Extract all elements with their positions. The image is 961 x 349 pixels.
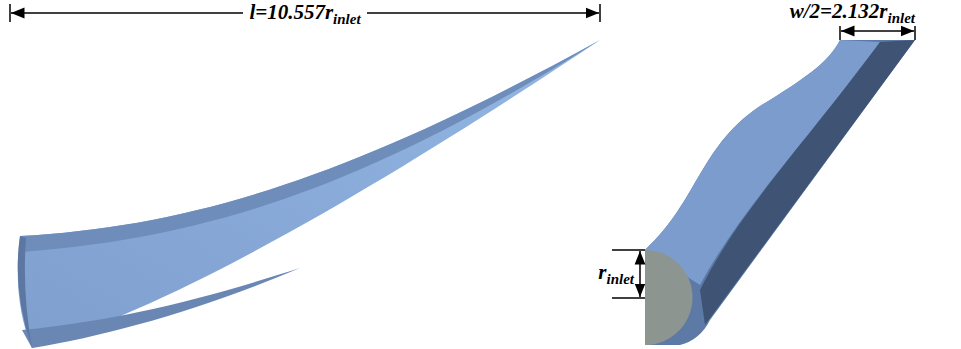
subscript: inlet (606, 271, 634, 287)
dimension-value: w/2=2.132r (790, 0, 888, 23)
width-dimension (841, 30, 914, 32)
dimension-tick (612, 297, 645, 299)
side-view-inlet-edge (18, 236, 32, 348)
dimension-label: l=10.557rinlet (243, 2, 366, 23)
dimension-tick (839, 26, 841, 40)
side-view-top-face (20, 40, 600, 252)
subscript: inlet (887, 10, 915, 26)
side-view-body (18, 40, 600, 348)
dimension-value: r (598, 260, 606, 284)
dimension-tick (612, 249, 645, 251)
dimension-tick (599, 4, 601, 22)
dimension-label: rinlet (598, 262, 634, 283)
dimension-tick (9, 4, 11, 22)
front-view-right-face (700, 40, 915, 325)
inlet-section (645, 250, 693, 345)
dimension-value: l=10.557r (249, 0, 333, 24)
dimension-label: w/2=2.132rinlet (790, 1, 915, 22)
front-view-left-face (645, 40, 880, 285)
subscript: inlet (333, 11, 361, 27)
front-view-body (645, 40, 915, 345)
radius-dimension (639, 251, 641, 297)
side-view-lower-face (22, 268, 300, 348)
dimension-tick (914, 26, 916, 40)
